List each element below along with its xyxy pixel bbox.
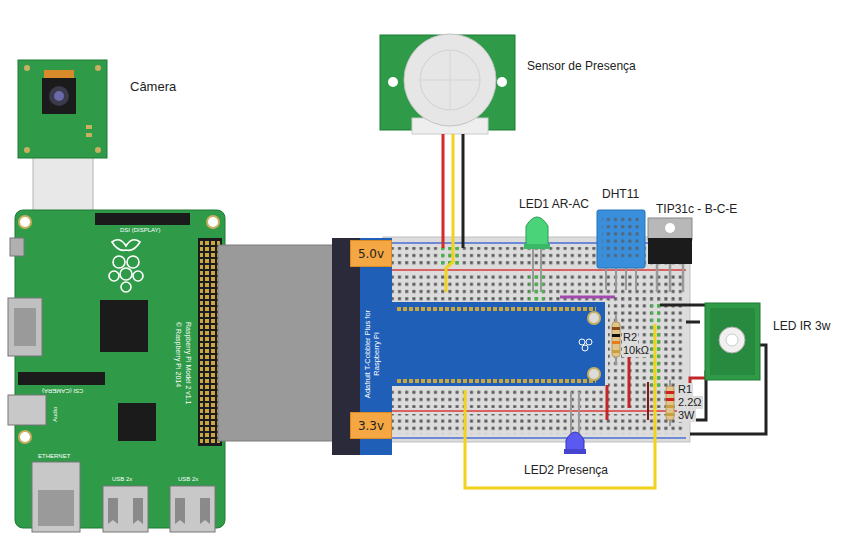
component-label: LED IR 3w [773,320,830,334]
silkscreen-text: Raspberry Pi Model 2 v1.1 [184,322,192,404]
resistor-value: 2.2Ω [677,396,703,409]
component-label: Câmera [130,80,176,95]
resistor-name: R2 [622,331,638,344]
silkscreen-text: DSI (DISPLAY) [120,227,161,234]
cobbler-silkscreen: Adafruit T-Cobbler Plus for Raspberry Pi [364,306,381,402]
voltage-text: 5.0v [358,247,384,261]
silkscreen-text: © Raspberry Pi 2014 [174,322,182,387]
silkscreen-text: CSI (CAMERA) [42,387,83,394]
component-label: TIP31c - B-C-E [656,203,737,217]
silkscreen-text: ETHERNET [38,453,70,460]
voltage-tag: 3.3v [350,412,392,439]
voltage-tag: 5.0v [350,240,392,267]
resistor-power: 3W [677,409,696,422]
voltage-text: 3.3v [358,419,384,433]
component-label: Sensor de Presença [527,60,636,74]
resistor-value: 10kΩ [622,344,650,357]
component-label: LED1 AR-AC [519,198,589,212]
silkscreen-text: USB 2x [178,476,198,483]
resistor-name: R1 [677,383,693,396]
component-label: LED2 Presença [524,464,608,478]
component-label: DHT11 [602,188,639,202]
silkscreen-text: USB 2x [112,476,132,483]
silkscreen-text: Audio [52,407,59,422]
